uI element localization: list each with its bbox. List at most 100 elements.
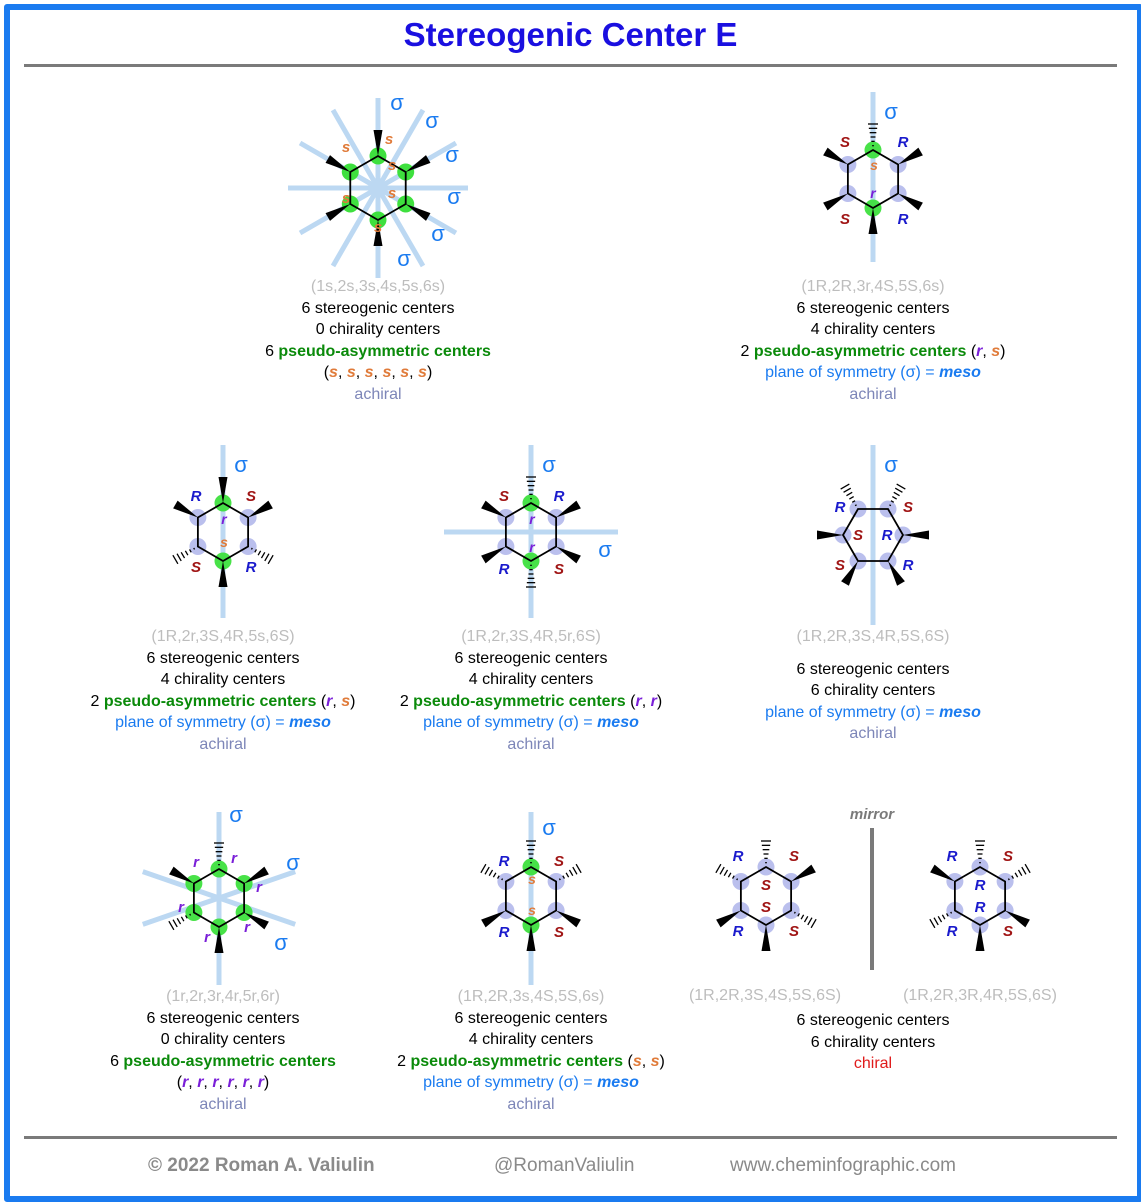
hash-stroke (893, 491, 900, 497)
hash-stroke (849, 495, 854, 500)
descriptor-label: s (385, 131, 393, 148)
footer-copyright: © 2022 Roman A. Valiulin (148, 1155, 375, 1176)
descriptor-label: r (244, 919, 251, 936)
symmetry-line: plane of symmetry (σ) = meso (765, 703, 981, 721)
descriptor-label: s (528, 871, 536, 887)
wedge-bond (218, 477, 228, 503)
caption-compound-3: (1R,2r,3S,4R,5s,6S) 6 stereogenic centers… (58, 626, 388, 755)
pseudo-descriptor: r (182, 1074, 189, 1091)
hash-stroke (807, 917, 813, 926)
hash-stroke (184, 915, 188, 919)
pseudo-asymmetric-line: 2 pseudo-asymmetric centers (r, s) (740, 342, 1006, 360)
stereogenic-count: 6 stereogenic centers (796, 299, 950, 317)
pseudo-descriptor-list: (r, r, r, r, r, r) (176, 1074, 270, 1091)
compound-name: (1r,2r,3r,4r,5r,6r) (166, 988, 280, 1005)
wedge-bond (405, 155, 431, 172)
descriptor-label: r (178, 899, 185, 916)
descriptor-label: r (529, 511, 536, 527)
hashed-bond (929, 911, 953, 929)
hashed-bond (840, 483, 857, 507)
descriptor-label: r (221, 511, 228, 527)
footer-divider (24, 1136, 1117, 1139)
descriptor-label: r (870, 185, 877, 201)
hash-stroke (1024, 863, 1031, 874)
stereogenic-count: 6 stereogenic centers (454, 649, 608, 667)
descriptor-label: r (256, 879, 263, 896)
wedge-bond (898, 147, 923, 165)
descriptor-label: S (853, 527, 863, 544)
pseudo-descriptor: s (346, 364, 356, 381)
compound-name: (1R,2r,3S,4R,5s,6S) (151, 628, 295, 645)
pseudo-descriptor: s (329, 364, 338, 381)
wedge-bond (888, 560, 905, 586)
chirality-count: 4 chirality centers (468, 1031, 594, 1048)
wedge-bond (248, 500, 273, 518)
chirality-count: 0 chirality centers (160, 1031, 286, 1048)
chirality-status: achiral (507, 1095, 555, 1113)
pseudo-descriptor: r (212, 1074, 219, 1091)
stereogenic-count: 6 stereogenic centers (454, 1009, 608, 1027)
compound-name: (1s,2s,3s,4s,5s,6s) (310, 278, 446, 295)
caption-compound-7: (1R,2R,3s,4S,5S,6s)6 stereogenic centers… (366, 986, 696, 1115)
pseudo-descriptor: s (632, 1052, 642, 1070)
hash-stroke (793, 911, 796, 914)
hash-stroke (501, 878, 504, 881)
hash-stroke (854, 504, 857, 507)
descriptor-label: S (835, 557, 845, 574)
wedge-bond (481, 500, 506, 518)
descriptor-label: S (554, 924, 564, 941)
descriptor-label: r (231, 850, 238, 867)
sigma-symbol: σ (286, 850, 300, 875)
pseudo-asymmetric-line: 6 pseudo-asymmetric centers (265, 342, 491, 360)
hash-stroke (575, 863, 582, 874)
pseudo-descriptor: s (650, 1052, 660, 1070)
descriptor-label: S (903, 499, 913, 516)
wedge-bond (373, 220, 383, 246)
pseudo-descriptor: r (635, 692, 642, 710)
hash-stroke (731, 875, 735, 879)
hash-stroke (264, 553, 270, 562)
hash-stroke (950, 911, 953, 914)
wedge-bond (823, 147, 848, 165)
hash-stroke (1007, 878, 1010, 881)
wedge-bond (868, 208, 878, 234)
descriptor-label: S (761, 899, 771, 916)
wedge-bond (526, 925, 536, 951)
descriptor-label: R (191, 488, 202, 505)
hash-stroke (1014, 872, 1019, 878)
descriptor-label: s (374, 219, 382, 236)
caption-compound-2: (1R,2R,3r,4S,5S,6s)6 stereogenic centers… (708, 276, 1038, 405)
symmetry-line: plane of symmetry (σ) = meso (423, 714, 639, 731)
wedge-bond (244, 912, 269, 930)
stereogenic-count: 6 stereogenic centers (146, 649, 300, 667)
hashed-bond (761, 840, 771, 864)
hash-stroke (189, 913, 192, 916)
hash-stroke (176, 917, 182, 925)
sigma-symbol: σ (542, 452, 556, 477)
hash-stroke (168, 920, 175, 931)
symmetry-line: plane of symmetry (σ) = meso (765, 364, 981, 381)
hash-stroke (800, 914, 805, 920)
hash-stroke (172, 919, 178, 928)
descriptor-label: R (947, 848, 958, 865)
pseudo-descriptor: r (242, 1074, 249, 1091)
hash-stroke (727, 872, 732, 878)
caption-compound-1: (1s,2s,3s,4s,5s,6s)6 stereogenic centers… (213, 276, 543, 405)
descriptor-label: r (529, 539, 536, 555)
hash-stroke (929, 918, 936, 929)
descriptor-label: R (499, 924, 510, 941)
hash-stroke (488, 869, 494, 877)
sigma-symbol: σ (542, 815, 556, 840)
hashed-bond (889, 483, 906, 507)
chirality-count: 0 chirality centers (315, 321, 441, 338)
hash-stroke (937, 915, 943, 923)
hash-stroke (890, 500, 895, 503)
hash-stroke (184, 550, 189, 556)
hash-stroke (492, 872, 497, 878)
descriptor-label: R (835, 499, 846, 516)
hash-stroke (851, 500, 856, 503)
pseudo-descriptor: r (650, 692, 657, 710)
chirality-status: achiral (354, 385, 402, 403)
sigma-symbol: σ (390, 90, 404, 115)
descriptor-label: s (388, 157, 396, 174)
